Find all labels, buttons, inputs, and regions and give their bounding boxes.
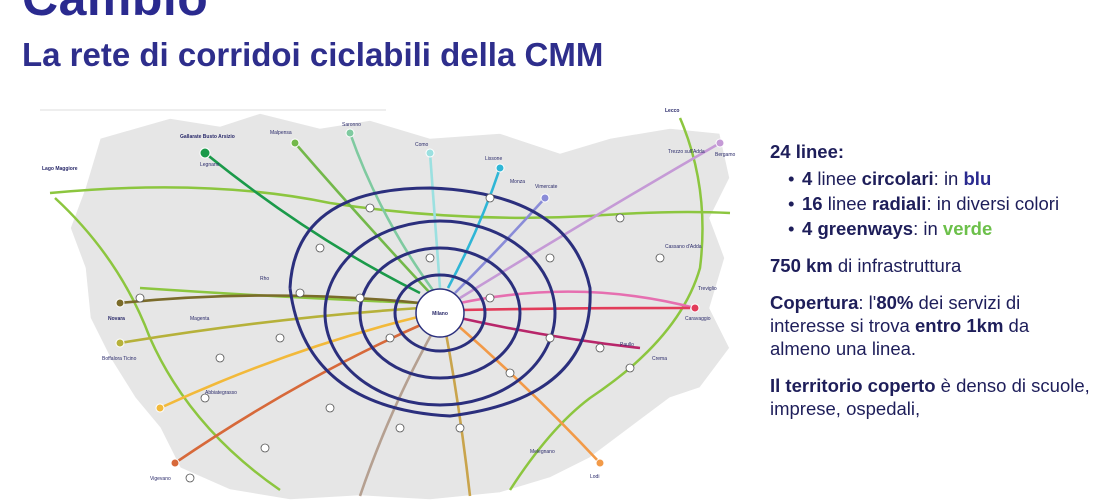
map-label-crema: Crema <box>652 356 667 362</box>
milano-center-node <box>415 288 465 338</box>
map-label-melegnano: Melegnano <box>530 449 555 455</box>
map-label-lago-maggiore: Lago Maggiore <box>42 166 78 172</box>
map-label-rho: Rho <box>260 276 269 282</box>
lines-total: 24 linee: <box>770 141 845 162</box>
map-label-bergamo: Bergamo <box>715 152 736 158</box>
map-label-lecco: Lecco <box>665 108 679 114</box>
territory-shape <box>69 112 731 500</box>
map-label-cassano: Cassano d'Adda <box>665 244 702 250</box>
radial-lines <box>119 132 721 497</box>
map-label-vigevano: Vigevano <box>150 476 171 482</box>
page-subtitle: La rete di corridoi ciclabili della CMM <box>22 36 604 73</box>
list-item: 16 linee radiali: in diversi colori <box>788 192 1090 215</box>
map-label-boffalora: Boffalora Ticino <box>102 356 137 362</box>
territory-stat: Il territorio coperto è denso di scuole,… <box>770 375 1090 419</box>
network-info-panel: 24 linee: 4 linee circolari: in blu 16 l… <box>770 140 1090 420</box>
map-label-lissone: Lissone <box>485 156 502 162</box>
map-label-saronno: Saronno <box>342 122 361 128</box>
infrastructure-stat: 750 km di infrastruttura <box>770 255 962 276</box>
map-label-como: Como <box>415 142 429 148</box>
list-item: 4 linee circolari: in blu <box>788 167 1090 190</box>
map-label-novara: Novara <box>108 316 125 322</box>
map-label-legnano: Legnano <box>200 162 220 168</box>
cycling-network-map: Milano Lago Maggiore Legnano Gallarate B… <box>40 108 736 500</box>
list-item: 4 greenways: in verde <box>788 217 1090 240</box>
line-terminals <box>115 128 725 468</box>
map-label-trezzo: Trezzo sull'Adda <box>668 149 705 155</box>
map-label-monza: Monza <box>510 179 525 185</box>
map-label-paullo: Paullo <box>620 342 634 348</box>
map-label-abbiategrasso: Abbiategrasso <box>205 390 237 396</box>
map-label-caravaggio: Caravaggio <box>685 316 711 322</box>
map-label-treviglio: Treviglio <box>698 286 717 292</box>
line-types-list: 4 linee circolari: in blu 16 linee radia… <box>770 167 1090 240</box>
map-label-magenta: Magenta <box>190 316 210 322</box>
page-title: Cambio <box>22 0 208 28</box>
map-label-vimercate: Vimercate <box>535 184 558 190</box>
stations <box>135 193 665 483</box>
circular-lines <box>288 186 592 418</box>
map-label-milano: Milano <box>432 311 448 317</box>
map-label-lodi: Lodi <box>590 474 599 480</box>
map-label-malpensa: Malpensa <box>270 130 292 136</box>
coverage-stat: Copertura: l'80% dei servizi di interess… <box>770 292 1030 359</box>
map-label-gallarate: Gallarate Busto Arsizio <box>180 134 235 140</box>
